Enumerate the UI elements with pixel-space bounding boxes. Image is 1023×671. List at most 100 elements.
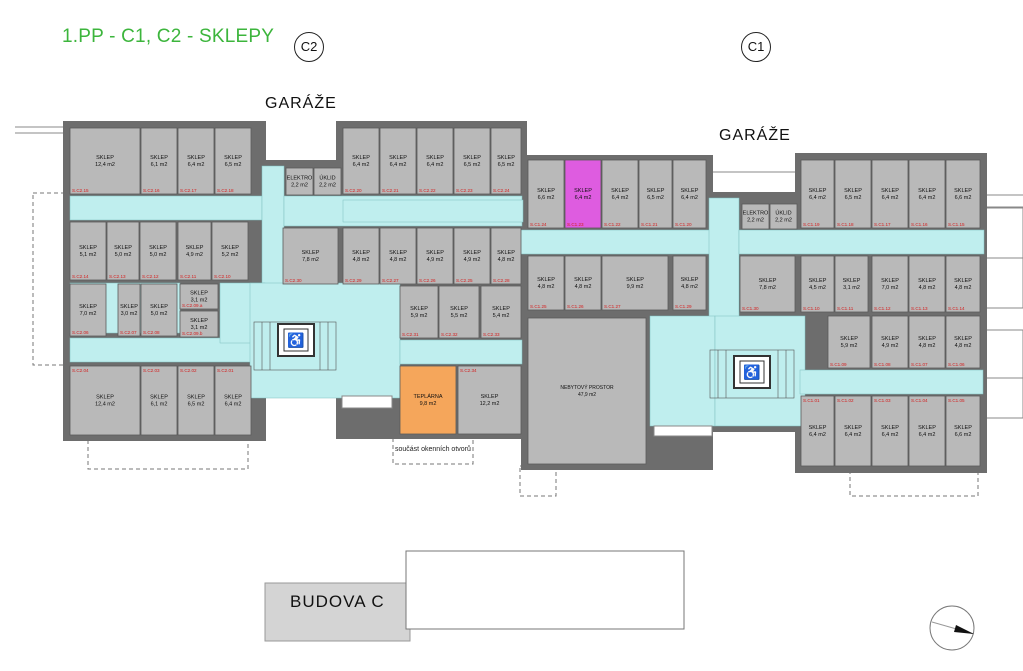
room-name: SKLEP (410, 306, 428, 312)
room-name: SKLEP (574, 188, 592, 194)
room-area: 47,9 m2 (578, 392, 596, 398)
room-fill (140, 127, 178, 195)
room-name: SKLEP (844, 188, 862, 194)
room-fill (527, 317, 647, 465)
room-fill (69, 221, 107, 281)
room-id-label: S.C2.09.b (182, 331, 203, 336)
room-name: SKLEP (497, 250, 515, 256)
room-name: SKLEP (149, 245, 167, 251)
room-area: 4,8 m2 (955, 285, 972, 291)
room-id-label: S.C1.21 (641, 222, 658, 227)
room-area: 6,4 m2 (427, 162, 444, 168)
room-id-label: S.C2.08 (143, 330, 160, 335)
room-id-label: S.C1.29 (675, 304, 692, 309)
room-name: SKLEP (681, 277, 699, 283)
room-fill (871, 315, 909, 369)
room-id-label: S.C2.21 (382, 188, 399, 193)
room-fill (827, 315, 871, 369)
room-id-label: S.C2.31 (402, 332, 419, 337)
room-fill (800, 255, 835, 313)
room-area: 6,5 m2 (225, 162, 242, 168)
room-fill (214, 127, 252, 195)
room-id-label: S.C2.33 (483, 332, 500, 337)
room-name: SKLEP (187, 395, 205, 401)
room-area: 6,4 m2 (188, 162, 205, 168)
room-area: 3,0 m2 (121, 311, 138, 317)
room-name: SKLEP (647, 188, 665, 194)
room-area: 12,4 m2 (95, 162, 115, 168)
room-area: 4,9 m2 (186, 252, 203, 258)
room-name: SKLEP (840, 336, 858, 342)
